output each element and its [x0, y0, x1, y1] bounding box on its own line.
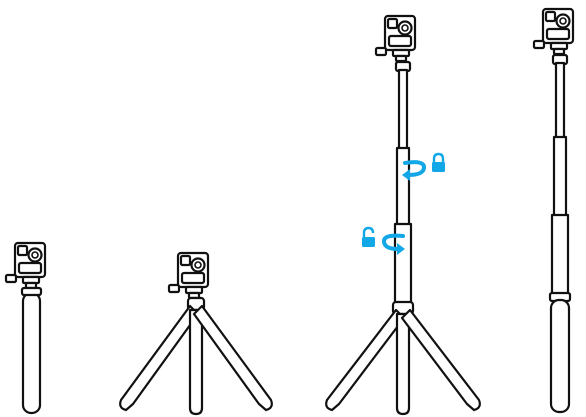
rotate-arrow-head — [402, 169, 410, 181]
grip-collar — [20, 286, 43, 297]
rotate-arrow-icon — [403, 160, 427, 177]
rotate-arrow-icon — [381, 233, 405, 251]
lock-closed-icon — [432, 152, 445, 172]
tripod-configuration — [119, 251, 273, 416]
pole-section-mid — [552, 135, 568, 219]
camera-icon — [374, 14, 417, 63]
unlock-indicator — [362, 226, 405, 255]
grip-handle — [21, 291, 42, 415]
lock-indicator — [402, 152, 445, 181]
tripod-legs — [119, 304, 273, 416]
pole-section-lower — [550, 213, 570, 297]
extending-pole-configuration — [325, 14, 481, 416]
tripod-legs — [325, 308, 481, 416]
handheld-configuration — [4, 241, 47, 415]
pole-handle — [549, 298, 571, 414]
pole-section-top — [554, 61, 566, 141]
camera-icon — [532, 7, 575, 56]
pole-section-mid — [395, 146, 411, 228]
extended-pole-configuration — [532, 7, 575, 414]
lock-open-icon — [362, 226, 375, 247]
camera-icon — [4, 241, 47, 290]
camera-icon — [167, 251, 210, 300]
rotate-arrow-head — [397, 243, 405, 255]
pole-section-top — [397, 68, 409, 152]
